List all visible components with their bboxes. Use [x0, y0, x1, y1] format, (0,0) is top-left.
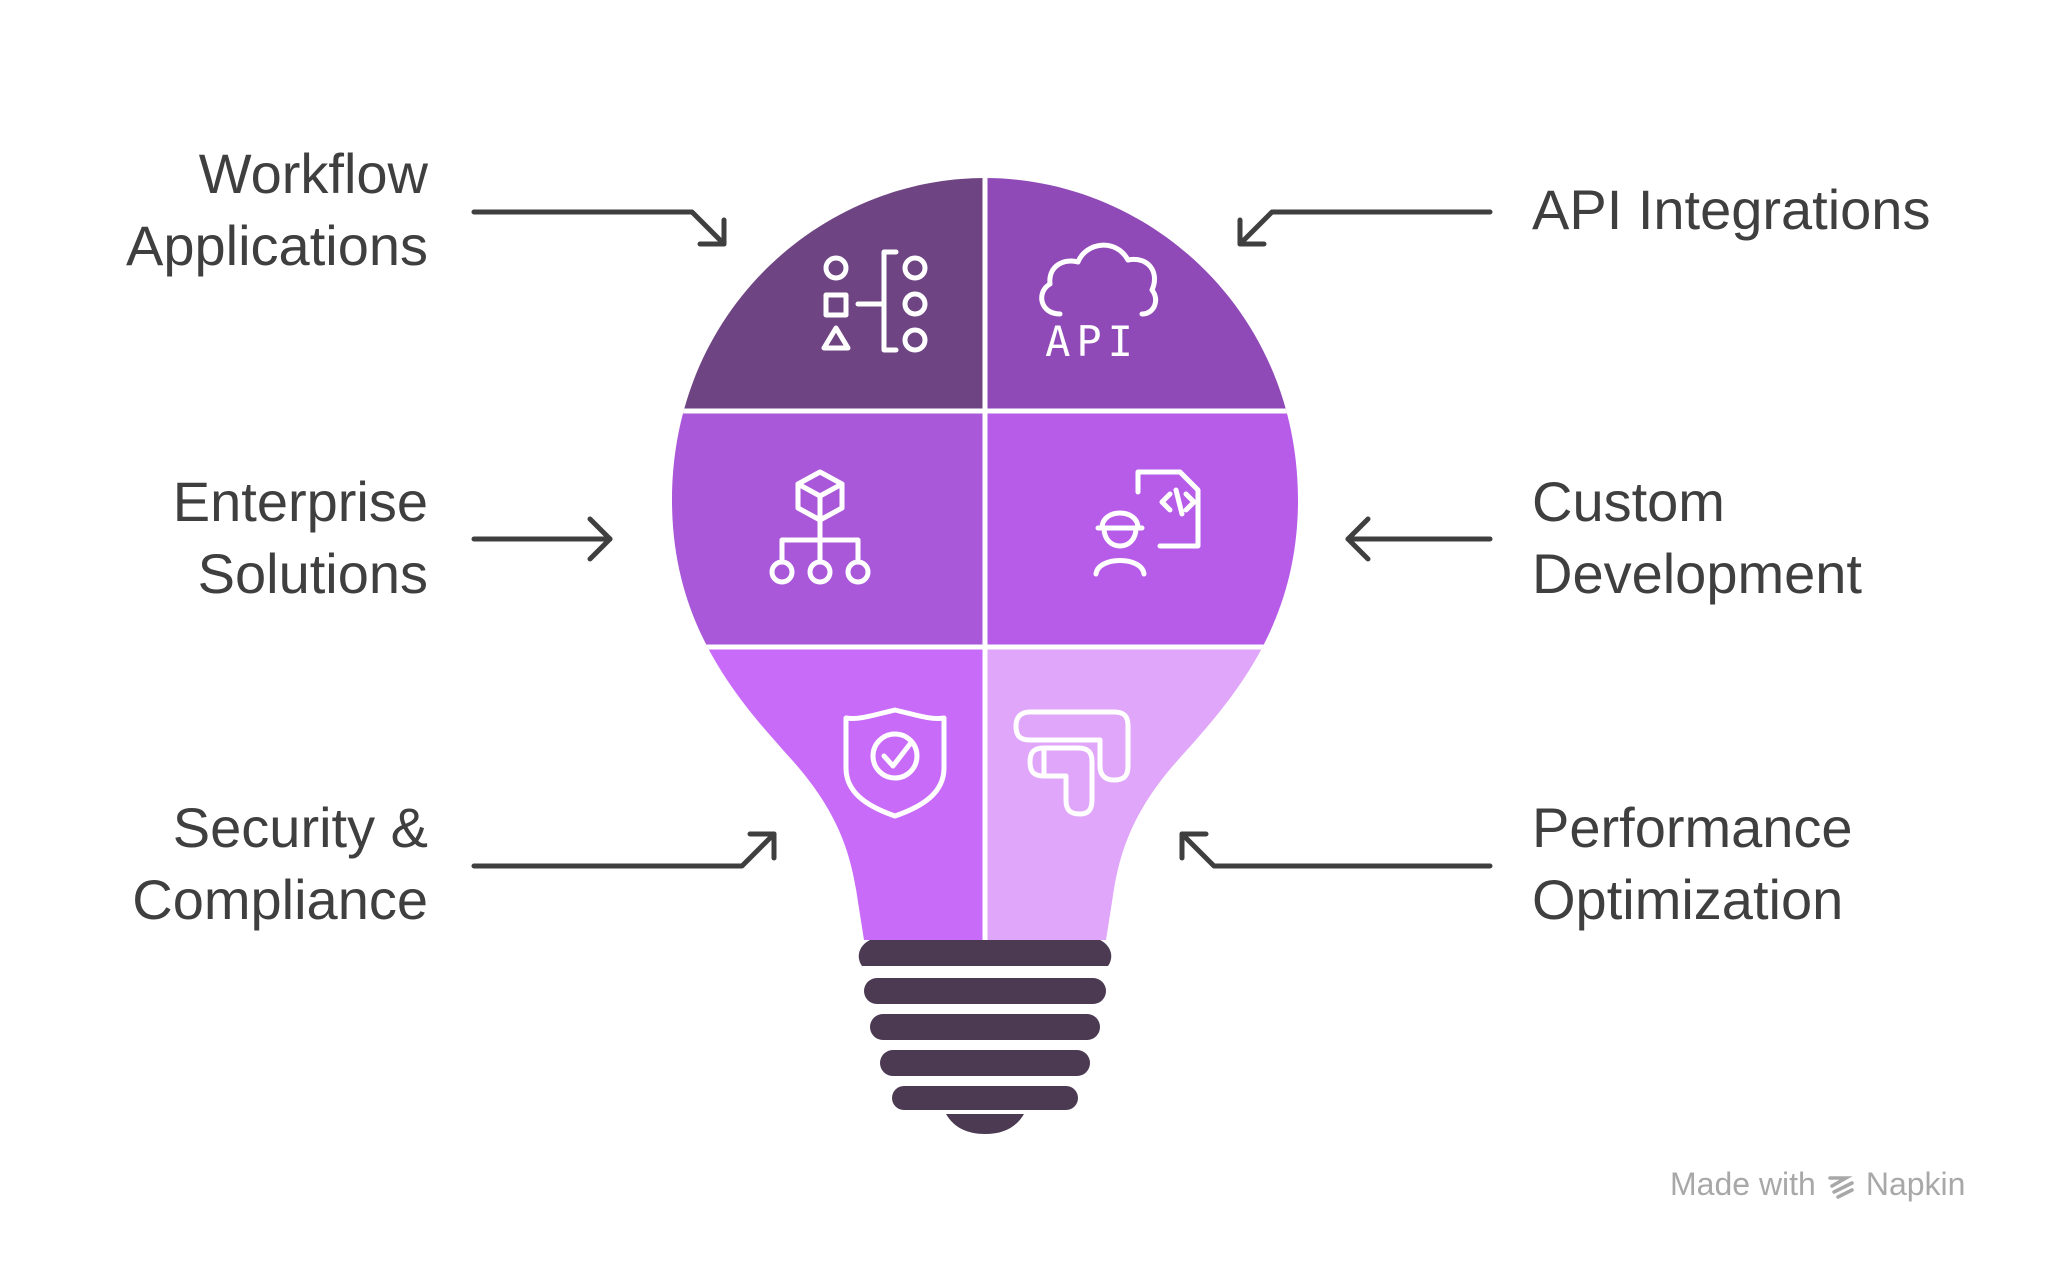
label-enterprise: Enterprise Solutions [172, 470, 428, 605]
label-security: Security & Compliance [132, 796, 428, 931]
arrow-enterprise [471, 516, 613, 562]
api-icon-label: API [1045, 317, 1139, 366]
segment-workflow [672, 178, 985, 410]
napkin-logo-icon [1828, 1175, 1854, 1199]
segment-performance [985, 647, 1298, 940]
bulb-base [858, 940, 1112, 1134]
label-api: API Integrations [1532, 178, 1931, 241]
cube-hierarchy-icon [769, 469, 871, 585]
label-workflow: Workflow Applications [126, 142, 428, 277]
arrow-performance [1179, 831, 1493, 869]
watermark-prefix: Made with [1670, 1166, 1816, 1202]
segment-enterprise [672, 410, 985, 647]
cloud-api-icon [1039, 242, 1159, 317]
workflow-shapes-icon [821, 249, 928, 353]
developer-code-icon [1093, 469, 1201, 577]
watermark-brand: Napkin [1865, 1166, 1966, 1202]
shield-check-icon [843, 707, 947, 819]
arrow-workflow [471, 209, 727, 247]
arrow-api [1237, 209, 1493, 247]
route-arrow-icon [1013, 709, 1131, 817]
arrow-custom [1345, 516, 1493, 562]
napkin-watermark[interactable]: Made with Napkin [1670, 1166, 1965, 1203]
label-performance: Performance Optimization [1532, 796, 1853, 931]
segment-custom [985, 410, 1298, 647]
arrow-security [471, 831, 777, 869]
label-custom: Custom Development [1532, 470, 1862, 605]
